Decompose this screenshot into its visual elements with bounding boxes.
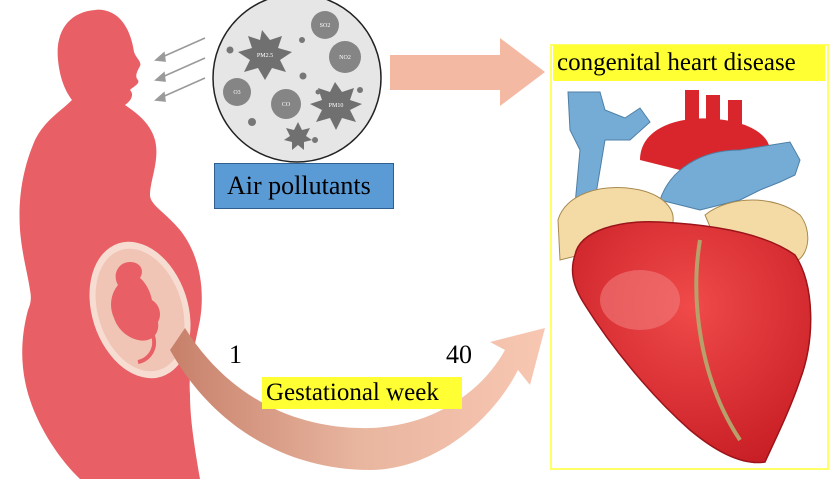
particle-label-no2: NO2 [339, 55, 351, 61]
pollutant-circle: SO2 PM2.5 NO2 O3 CO PM10 [212, 0, 382, 163]
pollutant-to-heart-arrow [390, 38, 545, 106]
congenital-heart-disease-label: congenital heart disease [553, 45, 825, 81]
air-pollutants-label: Air pollutants [214, 163, 394, 209]
womb-with-fetus [89, 241, 191, 379]
week-start-number: 1 [229, 340, 242, 369]
heart-illustration [557, 90, 812, 464]
week-end-number: 40 [446, 340, 472, 369]
gestational-curve-arrow [170, 328, 545, 470]
inhalation-arrows [154, 37, 206, 102]
gestational-week-label: Gestational week [262, 377, 462, 409]
pregnant-woman-silhouette [19, 9, 202, 479]
particle-label-pm25: PM2.5 [257, 53, 273, 59]
particle-label-co: CO [282, 102, 291, 108]
particle-label-so2: SO2 [320, 23, 331, 29]
particle-label-pm10: PM10 [329, 103, 344, 109]
particle-label-o3: O3 [233, 90, 240, 96]
